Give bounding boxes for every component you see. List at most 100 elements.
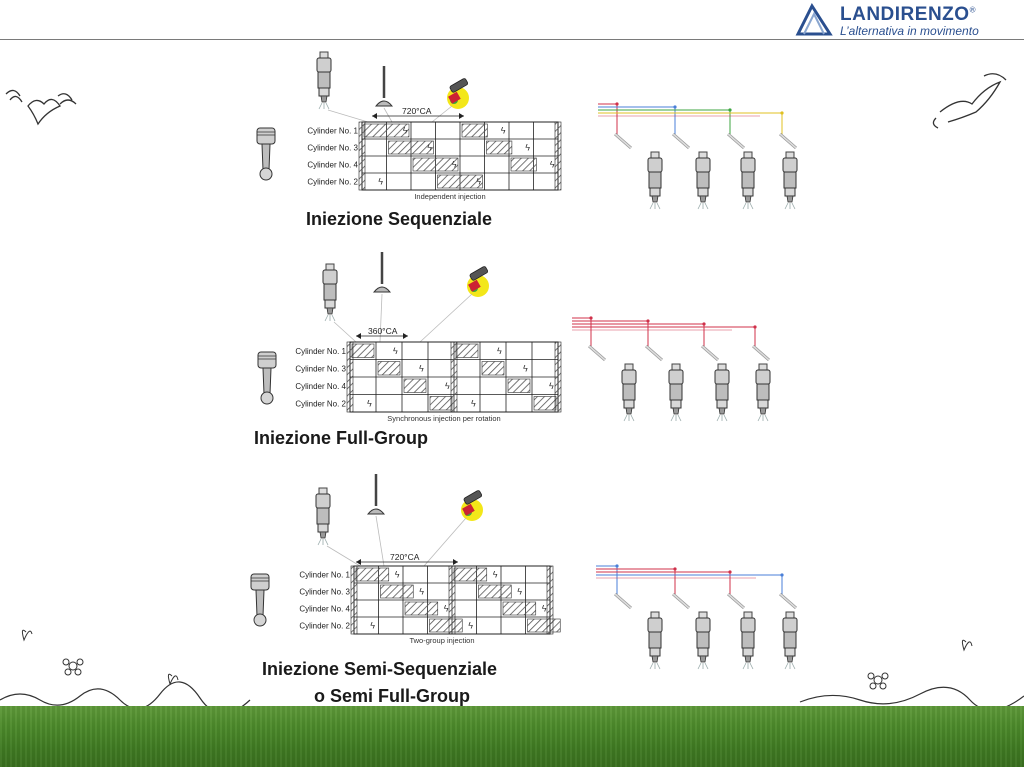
landirenzo-logo: LANDIRENZO® L’alternativa in movimento (794, 2, 1022, 38)
connector-icon (671, 132, 691, 150)
injection-block (527, 618, 561, 633)
injection-block (404, 601, 439, 616)
spark-mark: ϟ (419, 587, 424, 597)
cycle-bar (350, 565, 358, 635)
injector-icon (647, 611, 663, 670)
injection-caption: Two-group injection (409, 636, 474, 645)
title-sequential: Iniezione Sequenziale (306, 209, 493, 229)
connector-icon (778, 592, 798, 610)
cycle-bar (546, 565, 554, 635)
injector-icon (695, 611, 711, 670)
spark-mark: ϟ (525, 143, 530, 153)
spark-mark: ϟ (419, 363, 424, 373)
injection-block (486, 140, 513, 155)
rail-node (780, 573, 784, 577)
cylinder-label: Cylinder No. 1 (295, 347, 346, 356)
injection-block (429, 396, 453, 411)
guide-line (326, 545, 361, 567)
angle-label: 720°CA (402, 106, 432, 116)
connector-icon (700, 344, 720, 362)
connector-icon (613, 592, 633, 610)
title-full-group: Iniezione Full-Group (254, 428, 428, 448)
injection-block (478, 584, 512, 599)
rail-node (673, 567, 677, 571)
title-semi-sequential: Iniezione Semi-Sequenziale (262, 659, 498, 679)
spark-mark: ϟ (550, 160, 555, 170)
connector-icon (613, 132, 633, 150)
rail-node (615, 102, 619, 106)
injector-icon (740, 611, 756, 670)
spark-mark: ϟ (445, 381, 450, 391)
spark-mark: ϟ (493, 570, 498, 580)
guide-line (419, 293, 473, 343)
guide-line (379, 293, 383, 343)
cycle-bar (450, 341, 458, 413)
spark-plug-icon (460, 489, 484, 522)
spark-mark: ϟ (476, 177, 481, 187)
connector-icon (644, 344, 664, 362)
guide-line (423, 517, 467, 567)
spark-mark: ϟ (468, 621, 473, 631)
piston-icon (250, 573, 270, 627)
injection-caption: Synchronous injection per rotation (387, 414, 500, 423)
angle-label: 720°CA (390, 552, 420, 562)
rail-node (589, 316, 593, 320)
injection-block (403, 378, 427, 393)
spark-mark: ϟ (393, 346, 398, 356)
connector-icon (751, 344, 771, 362)
cylinder-label: Cylinder No. 4 (307, 161, 358, 170)
injection-block (502, 601, 537, 616)
injector-icon (315, 487, 331, 546)
spark-mark: ϟ (370, 621, 375, 631)
spark-mark: ϟ (471, 398, 476, 408)
injection-block (380, 584, 414, 599)
spark-mark: ϟ (542, 604, 547, 614)
injector-icon (695, 151, 711, 210)
rail-node (646, 319, 650, 323)
spark-mark: ϟ (444, 604, 449, 614)
spark-mark: ϟ (517, 587, 522, 597)
injection-block (429, 618, 463, 633)
guide-line (431, 105, 453, 123)
spark-mark: ϟ (549, 381, 554, 391)
injection-block (453, 567, 488, 582)
connector-icon (778, 132, 798, 150)
rail-node (753, 325, 757, 329)
cylinder-label: Cylinder No. 3 (299, 588, 350, 597)
rail-node (702, 322, 706, 326)
angle-label: 360°CA (368, 326, 398, 336)
spark-mark: ϟ (427, 143, 432, 153)
logo-brand: LANDIRENZO® (840, 4, 976, 25)
piston-icon (257, 351, 277, 405)
connector-icon (726, 132, 746, 150)
spark-mark: ϟ (378, 177, 383, 187)
injection-block (377, 361, 401, 376)
injection-block (412, 157, 459, 172)
spark-plug-icon (466, 265, 490, 298)
spark-mark: ϟ (403, 126, 408, 136)
spark-mark: ϟ (395, 570, 400, 580)
injector-icon (740, 151, 756, 210)
valve-icon (374, 64, 394, 108)
cycle-bar (554, 121, 562, 191)
rail-node (673, 105, 677, 109)
injector-icon (714, 363, 730, 422)
rail-node (728, 570, 732, 574)
guide-line (327, 109, 369, 123)
piston-icon (256, 127, 276, 181)
injection-block (461, 123, 488, 138)
logo-tagline: L’alternativa in movimento (840, 24, 979, 38)
title-semi-full-group: o Semi Full-Group (314, 686, 470, 706)
cylinder-label: Cylinder No. 3 (295, 364, 346, 373)
injection-block (481, 361, 505, 376)
injector-icon (668, 363, 684, 422)
logo-emblem-icon (795, 2, 833, 36)
cylinder-label: Cylinder No. 1 (307, 127, 358, 136)
guide-line (383, 107, 393, 123)
cycle-bar (554, 341, 562, 413)
injection-caption: Independent injection (414, 192, 485, 201)
spark-mark: ϟ (501, 126, 506, 136)
connector-icon (726, 592, 746, 610)
